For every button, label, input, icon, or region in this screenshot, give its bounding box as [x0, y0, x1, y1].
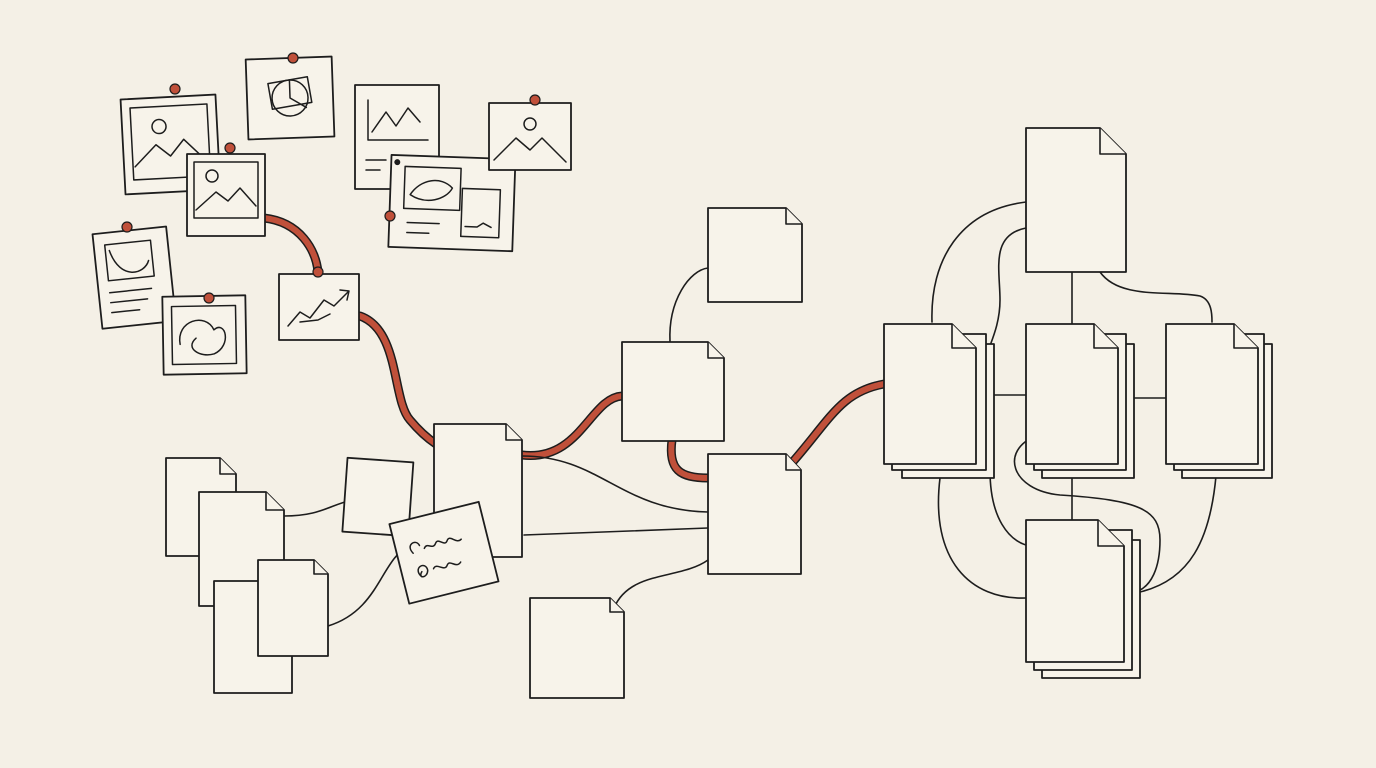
document-icon	[707, 207, 803, 303]
document-pile-left	[165, 457, 329, 694]
connector-lines	[283, 201, 1217, 627]
connector	[989, 469, 1027, 546]
line-chart-icon	[371, 107, 421, 133]
connector	[937, 477, 1027, 599]
hub-documents	[529, 207, 803, 699]
pushpin-icon	[384, 210, 396, 222]
document-icon	[621, 341, 725, 442]
highlight-fill	[787, 381, 887, 468]
pinboard-cluster	[91, 52, 572, 376]
pushpin-icon	[169, 83, 181, 95]
document-stack	[1025, 323, 1135, 479]
pushpin-icon	[121, 221, 133, 233]
connector	[931, 201, 1027, 323]
connector	[1013, 435, 1161, 591]
handwritten-note	[388, 500, 500, 605]
pushpin-icon	[529, 94, 541, 106]
document-icon	[257, 559, 329, 657]
highlight-fill	[357, 313, 439, 447]
trend-chart-card	[278, 273, 360, 341]
document-stack	[1025, 519, 1141, 679]
pushpin-icon	[224, 142, 236, 154]
dashboard-document	[387, 154, 517, 253]
highlighted-path	[259, 213, 889, 483]
document-stack	[1165, 323, 1273, 479]
connector	[985, 227, 1027, 361]
document-icon	[1025, 127, 1127, 273]
highlight-fill	[668, 437, 711, 481]
document-icon	[529, 597, 625, 699]
sticky-notes	[341, 423, 523, 605]
sticky-note	[341, 456, 415, 538]
connector	[669, 267, 709, 343]
image-placeholder-icon	[523, 117, 537, 131]
connector	[1139, 475, 1217, 593]
document-cluster-right	[883, 127, 1273, 679]
highlight-fill	[519, 393, 625, 459]
pushpin-icon	[203, 292, 215, 304]
connector	[1099, 271, 1213, 323]
pie-chart-card	[244, 55, 336, 141]
document-stack	[883, 323, 995, 479]
connector	[521, 455, 709, 513]
photo-card	[186, 153, 266, 237]
image-placeholder-icon	[205, 169, 219, 183]
image-placeholder-icon	[151, 118, 167, 135]
document-icon	[707, 453, 802, 575]
photo-card	[488, 102, 572, 171]
pushpin-icon	[287, 52, 299, 64]
highlight-fill	[261, 215, 321, 275]
connector	[523, 527, 709, 536]
pushpins	[121, 52, 541, 304]
scribble-card	[161, 294, 248, 376]
connector	[283, 499, 353, 517]
connector	[613, 559, 709, 609]
pushpin-icon	[312, 266, 324, 278]
